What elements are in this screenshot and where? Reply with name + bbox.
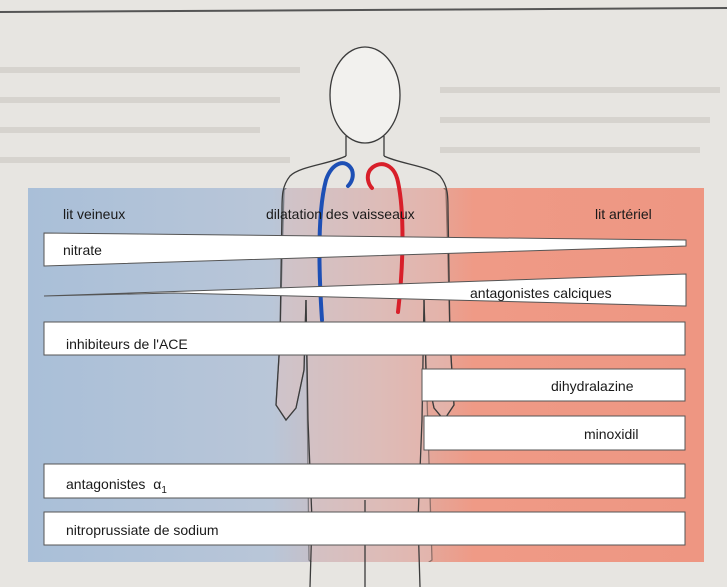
label-inhibiteurs-ace: inhibiteurs de l'ACE — [66, 336, 188, 352]
label-dihydralazine: dihydralazine — [551, 378, 634, 394]
label-antagonistes-alpha1: antagonistes α1 — [66, 476, 167, 499]
label-nitrate: nitrate — [63, 242, 102, 258]
label-nitroprussiate: nitroprussiate de sodium — [66, 522, 219, 538]
page-top-rule — [0, 8, 727, 12]
label-minoxidil: minoxidil — [584, 426, 638, 442]
header-left-label: lit veineux — [63, 206, 125, 222]
header-center-label: dilatation des vaisseaux — [266, 206, 415, 222]
bar-minoxidil — [424, 416, 685, 450]
label-antagonistes-alpha1-text: antagonistes — [66, 476, 145, 492]
alpha-subscript: 1 — [161, 485, 167, 496]
header-right-label: lit artériel — [595, 206, 652, 222]
head — [330, 47, 400, 143]
label-antagonistes-calciques: antagonistes calciques — [470, 285, 612, 301]
